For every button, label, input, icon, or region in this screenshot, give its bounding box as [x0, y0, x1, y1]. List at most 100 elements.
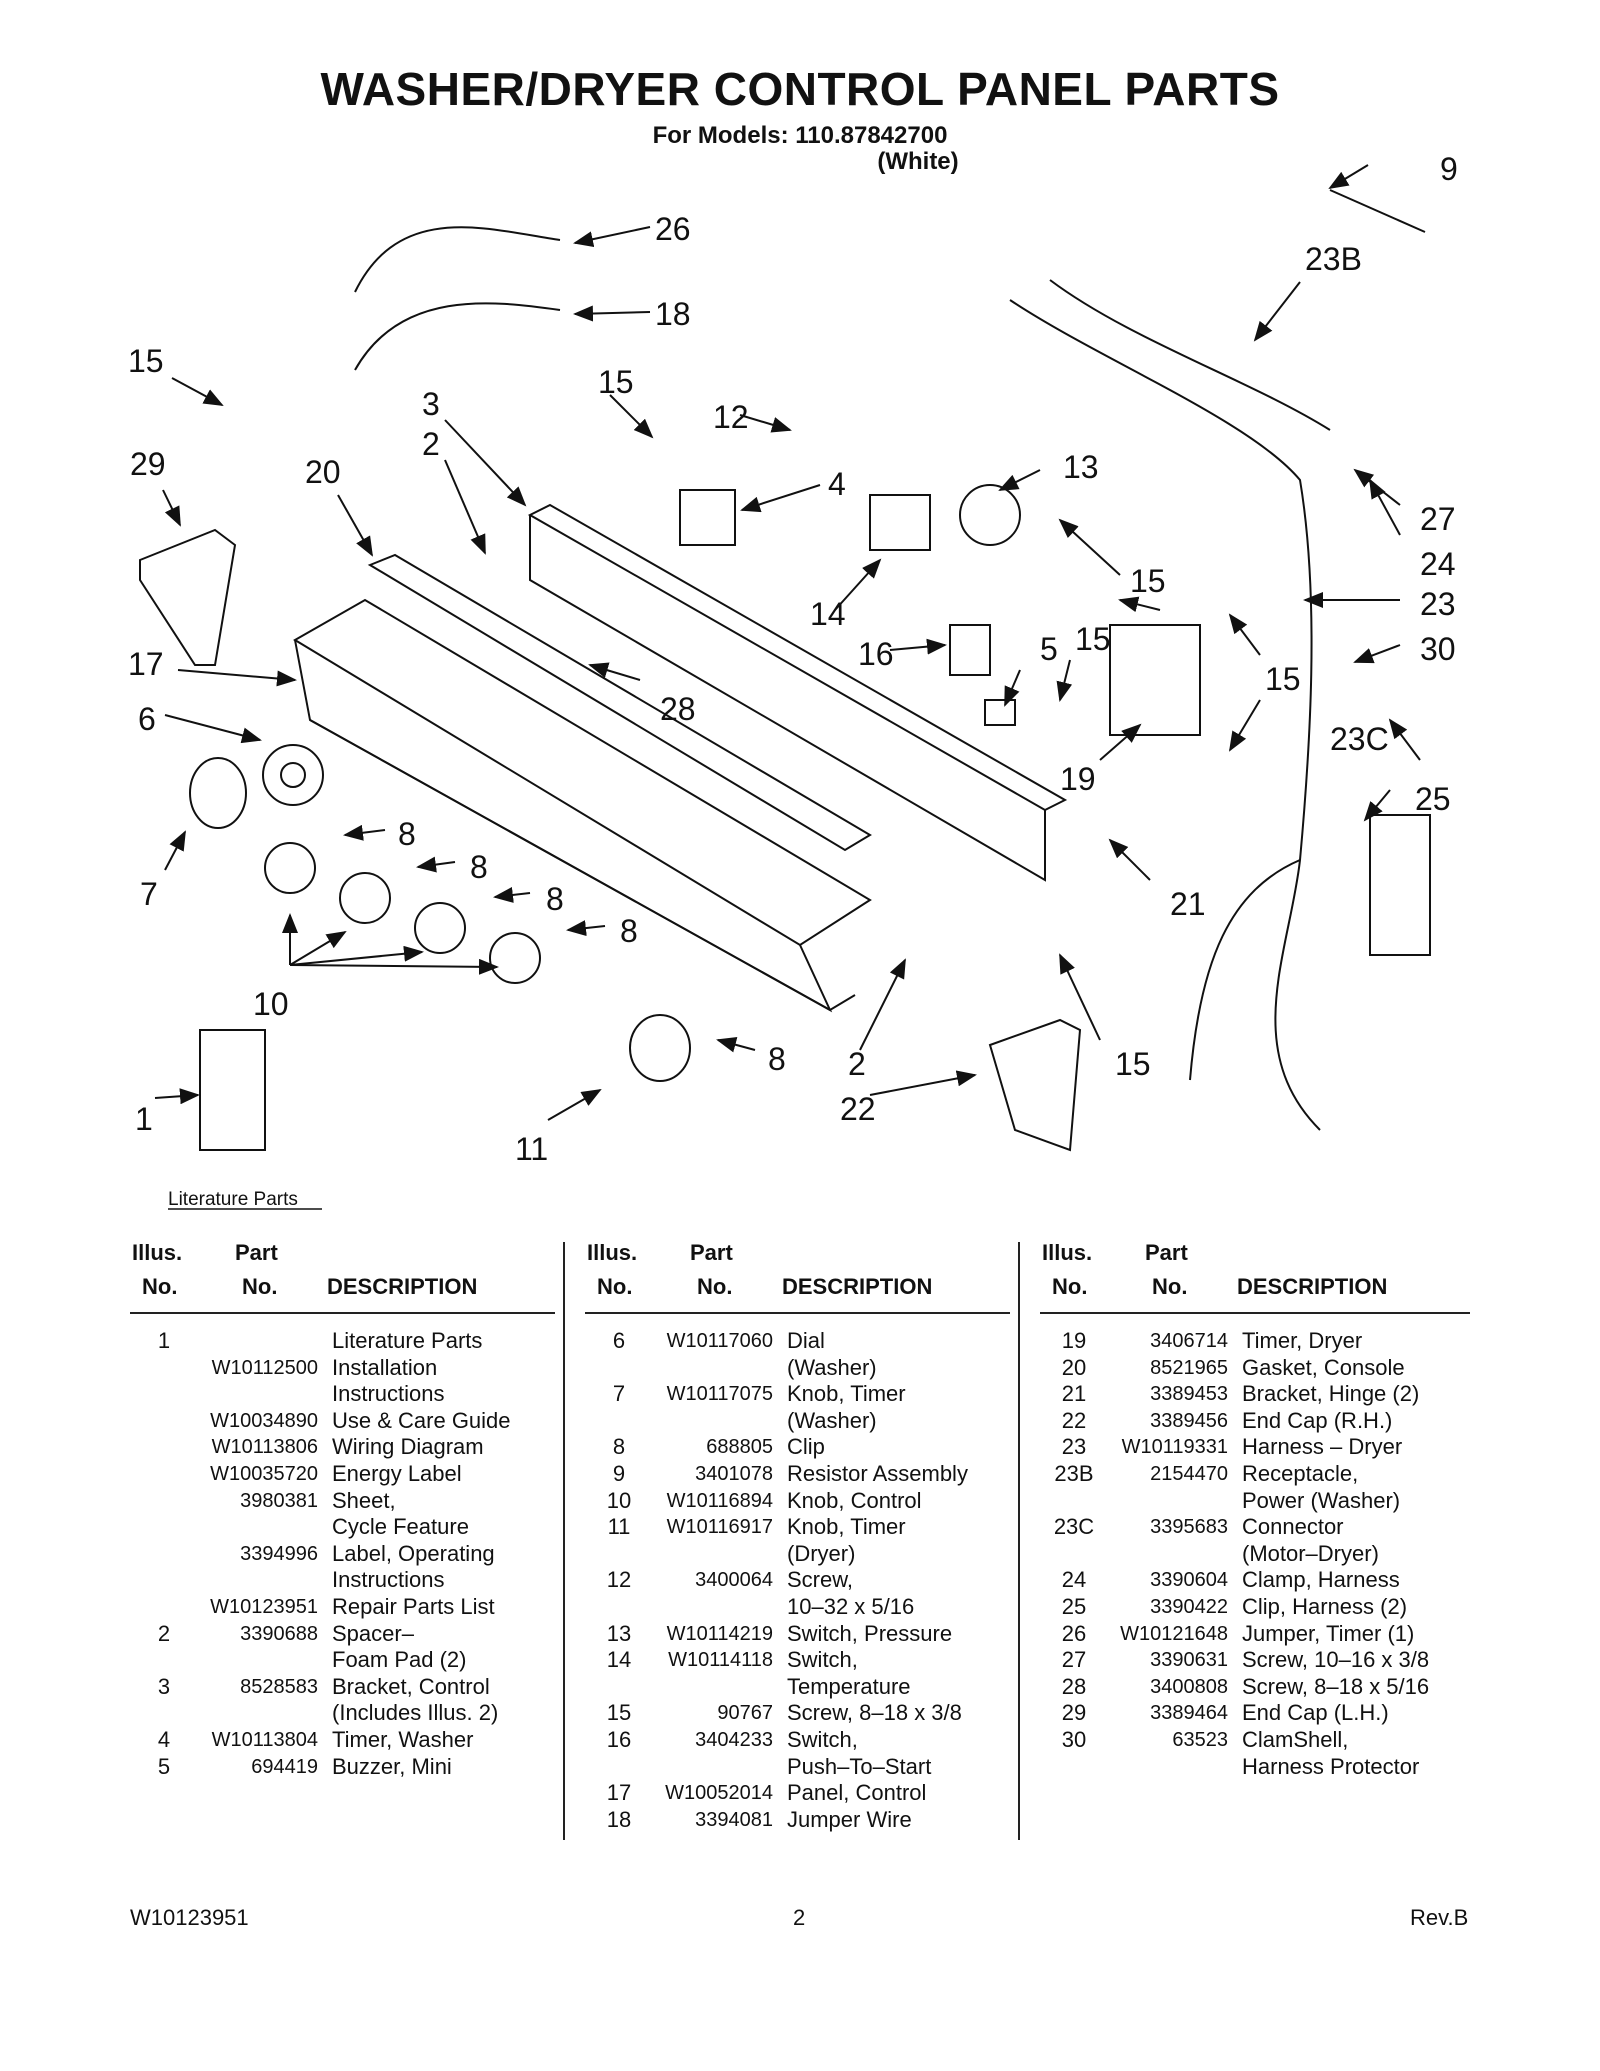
- illus-number: [1040, 1488, 1108, 1515]
- part-number: [653, 1674, 787, 1701]
- callout-3: 3: [422, 386, 440, 422]
- illus-number: [585, 1408, 653, 1435]
- part-number: 3395683: [1150, 1516, 1228, 1539]
- part-number: [653, 1754, 787, 1781]
- color-line: (White): [877, 148, 959, 175]
- description: Spacer–: [332, 1620, 414, 1646]
- illus-number: 23: [1061, 1434, 1087, 1460]
- part-number: [198, 1567, 332, 1594]
- switch-push-to-start-shape: [949, 624, 991, 676]
- header-part-no: No.: [697, 1274, 733, 1299]
- switch-pressure-shape: [959, 484, 1021, 546]
- callout-14: 14: [810, 596, 846, 632]
- header-part: Part: [235, 1240, 278, 1265]
- part-number: W10114219: [666, 1622, 773, 1645]
- illus-number: 17: [606, 1780, 632, 1806]
- end-cap-right-shape: [988, 1018, 1082, 1152]
- table-row: (Washer): [585, 1408, 1010, 1435]
- illus-number: 3: [157, 1673, 171, 1699]
- illus-number: [585, 1594, 653, 1621]
- illus-number: 19: [1061, 1328, 1087, 1353]
- illus-number: [130, 1594, 198, 1621]
- callout-15: 15: [598, 364, 634, 400]
- callout-18: 18: [655, 296, 691, 332]
- description: Bracket, Hinge (2): [1242, 1381, 1420, 1407]
- callout-8: 8: [620, 913, 638, 949]
- illus-number: [130, 1541, 198, 1568]
- description: Knob, Control: [787, 1487, 922, 1513]
- callout-8: 8: [398, 816, 416, 852]
- dial-shape: [262, 744, 324, 806]
- table-row: Temperature: [585, 1674, 1010, 1701]
- description: End Cap (R.H.): [1242, 1407, 1393, 1433]
- illus-number: 27: [1061, 1647, 1087, 1673]
- part-number: [653, 1541, 787, 1568]
- illus-number: 29: [1061, 1700, 1087, 1726]
- bracket-shape: [527, 503, 1068, 812]
- part-number: 3390422: [1150, 1595, 1228, 1618]
- part-number: 3394996: [240, 1542, 318, 1565]
- switch-temperature-shape: [869, 494, 931, 551]
- part-number: W10117060: [666, 1330, 773, 1352]
- header-description: DESCRIPTION: [327, 1274, 478, 1299]
- description: Instructions: [332, 1567, 445, 1593]
- header-part-no: No.: [1152, 1274, 1188, 1299]
- callout-15: 15: [128, 343, 164, 379]
- timer-washer-shape: [679, 489, 736, 546]
- illus-number: 11: [607, 1514, 631, 1540]
- header-illus-no: No.: [142, 1274, 178, 1299]
- description: Label, Operating: [332, 1540, 495, 1566]
- illus-number: 26: [1061, 1620, 1087, 1646]
- callout-20: 20: [305, 454, 341, 490]
- description: Buzzer, Mini: [332, 1753, 452, 1779]
- part-number: 3389453: [1150, 1383, 1228, 1406]
- description: End Cap (L.H.): [1242, 1700, 1389, 1726]
- header-description: DESCRIPTION: [782, 1274, 933, 1299]
- resistor-shape: [1329, 189, 1426, 233]
- callout-11: 11: [515, 1131, 548, 1167]
- illus-number: 10: [606, 1487, 632, 1513]
- description: Sheet,: [332, 1487, 396, 1513]
- part-number: 3980381: [240, 1489, 318, 1512]
- gasket-shape: [367, 553, 872, 852]
- illus-number: [130, 1488, 198, 1515]
- illus-number: 25: [1061, 1593, 1087, 1619]
- illus-number: [130, 1434, 198, 1461]
- callout-15: 15: [1115, 1046, 1151, 1082]
- description: Harness Protector: [1242, 1753, 1420, 1779]
- callout-1: 1: [135, 1101, 153, 1137]
- description: Power (Washer): [1242, 1487, 1401, 1513]
- callout-19: 19: [1060, 761, 1096, 797]
- knob-shape: [414, 902, 466, 954]
- part-number: [653, 1408, 787, 1435]
- callout-16: 16: [858, 636, 894, 672]
- callout-23B: 23B: [1305, 241, 1362, 277]
- illus-number: 23C: [1053, 1514, 1095, 1540]
- part-number: [198, 1514, 332, 1541]
- description: Gasket, Console: [1242, 1354, 1405, 1380]
- description: Temperature: [787, 1673, 911, 1699]
- callout-6: 6: [138, 701, 156, 737]
- description: Switch,: [787, 1726, 858, 1752]
- callout-4: 4: [828, 466, 846, 502]
- illus-number: 24: [1061, 1567, 1087, 1593]
- column-separator: [1018, 1242, 1020, 1840]
- part-number: W10035720: [210, 1462, 318, 1485]
- illus-number: [1040, 1541, 1108, 1568]
- description: Timer, Dryer: [1242, 1328, 1363, 1353]
- part-number: 694419: [251, 1755, 318, 1778]
- header-illus-no: No.: [1052, 1274, 1088, 1299]
